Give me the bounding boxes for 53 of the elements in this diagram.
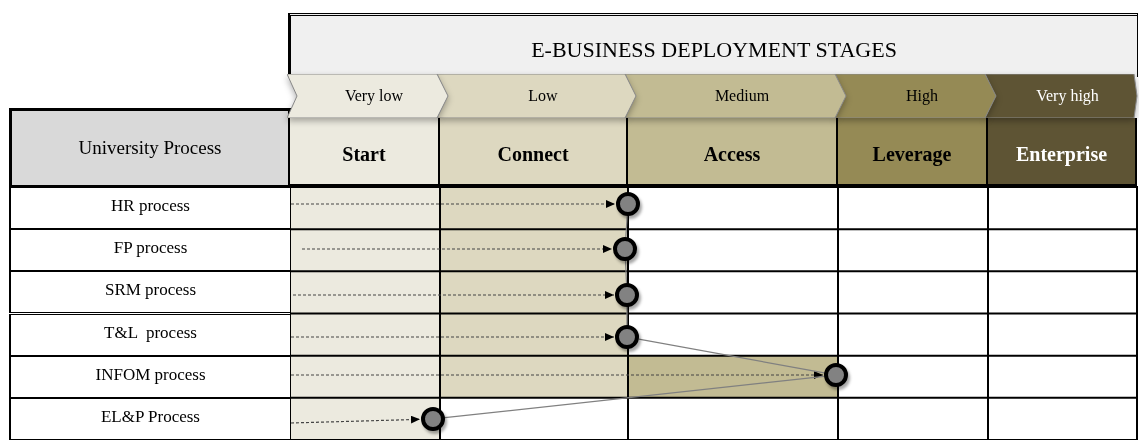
milestone-marker <box>421 407 445 431</box>
dashed-arrow <box>292 291 615 299</box>
process-name: SRM process <box>104 280 197 301</box>
stage-name: Access <box>703 142 761 166</box>
dashed-arrow <box>301 245 613 253</box>
table-cell <box>9 271 291 314</box>
title-box <box>288 13 1138 77</box>
stage-name: Start <box>342 142 386 166</box>
header-cell <box>290 118 440 187</box>
header-cell <box>9 108 291 188</box>
process-name: INFOM process <box>95 364 206 385</box>
table-cell <box>9 355 291 398</box>
level-label: Low <box>528 87 558 105</box>
table-cell <box>9 229 291 272</box>
process-name: T&L process <box>104 322 197 343</box>
table-cell <box>9 313 291 356</box>
stage-name: Leverage <box>872 142 952 166</box>
column-heading: University Process <box>78 137 222 159</box>
connector-line <box>444 375 825 419</box>
stage-name: Connect <box>497 142 569 166</box>
dashed-arrow <box>290 415 421 424</box>
connector-line <box>638 338 825 374</box>
milestone-marker <box>616 192 640 216</box>
stage-name: Enterprise <box>1015 142 1108 166</box>
level-label: Very low <box>344 87 404 105</box>
milestone-marker <box>615 283 639 307</box>
process-name: HR process <box>111 196 190 217</box>
dashed-arrow <box>290 200 616 208</box>
dashed-arrow <box>290 371 824 379</box>
header-cell <box>628 118 838 187</box>
chevron-step <box>985 74 1138 118</box>
process-name: FP process <box>113 238 188 259</box>
level-label: Very high <box>1036 87 1099 105</box>
milestone-marker <box>613 237 637 261</box>
connector-line <box>625 215 628 238</box>
connector-line <box>626 306 628 326</box>
connector-line <box>624 260 628 284</box>
level-label: High <box>906 87 938 105</box>
chevron-step <box>287 74 449 118</box>
milestone-marker <box>824 363 848 387</box>
milestone-marker <box>615 325 639 349</box>
chevron-step <box>835 74 997 118</box>
dashed-arrow <box>290 333 615 341</box>
table-cell <box>9 397 291 440</box>
chevron-step <box>625 74 847 118</box>
title-text: E-BUSINESS DEPLOYMENT STAGES <box>531 36 897 63</box>
header-cell <box>440 118 628 187</box>
level-label: Medium <box>714 87 770 105</box>
header-cell <box>838 118 988 187</box>
table-cell <box>9 187 291 230</box>
header-cell <box>988 118 1137 187</box>
process-name: EL&P Process <box>101 406 200 427</box>
chevron-step <box>437 74 637 118</box>
